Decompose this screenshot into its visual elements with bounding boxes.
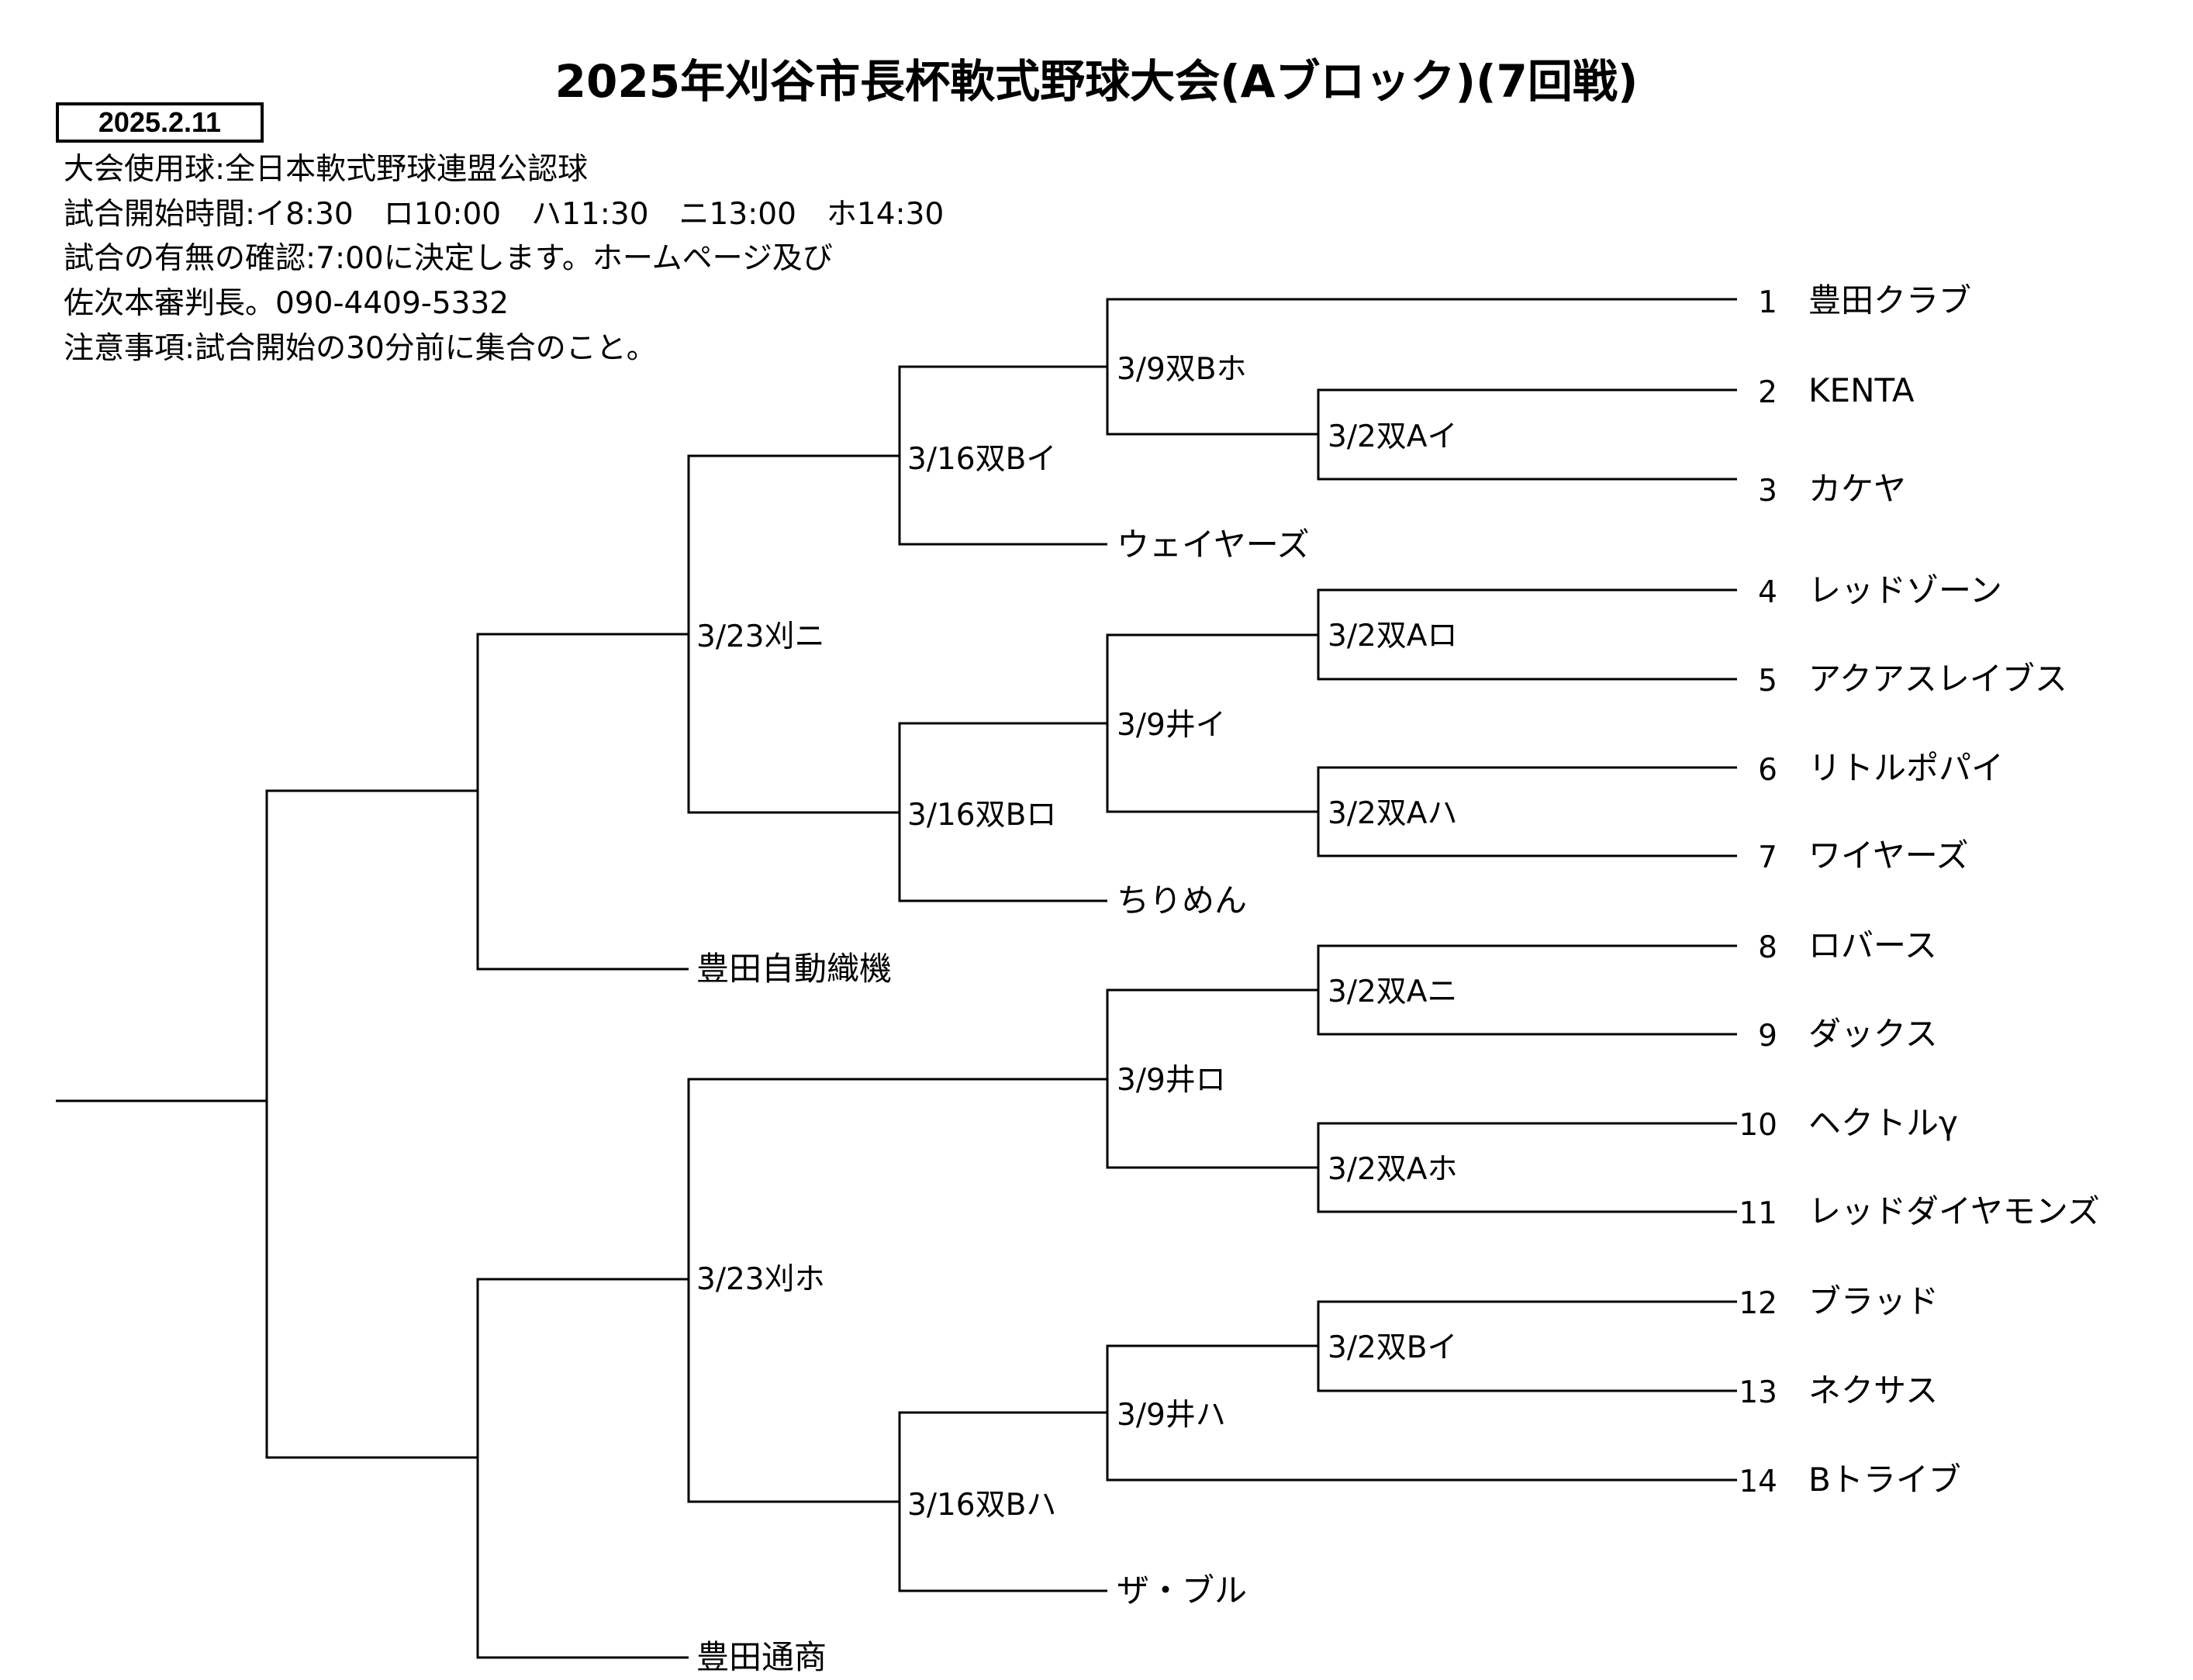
team-number: 7 [1758, 840, 1777, 875]
team-number: 13 [1739, 1375, 1777, 1410]
team-name: アクアスレイブス [1808, 660, 2067, 698]
team-name: レッドダイヤモンズ [1808, 1192, 2100, 1230]
team-number: 14 [1739, 1464, 1777, 1499]
date-box: 2025.2.11 [56, 102, 264, 143]
info-line: 大会使用球:全日本軟式野球連盟公認球 [64, 152, 589, 187]
match-label: 3/23刈ホ [696, 1262, 825, 1297]
team-name: レッドゾーン [1808, 571, 2002, 609]
team-name: 豊田クラブ [1808, 281, 1972, 319]
team-name: KENTA [1808, 371, 1915, 409]
bracket-line [476, 633, 689, 971]
team-name: Bトライブ [1808, 1461, 1961, 1499]
team-number: 5 [1758, 664, 1777, 699]
match-label: 3/2双Aロ [1328, 619, 1458, 654]
team-number: 3 [1758, 474, 1777, 509]
match-label: 3/2双Aハ [1328, 796, 1458, 831]
team-name: ダックス [1808, 1015, 1938, 1053]
team-name: ワイヤーズ [1808, 837, 1969, 874]
team-number: 4 [1758, 575, 1777, 610]
match-label: 3/9井イ [1117, 708, 1226, 743]
info-line: 試合開始時間:イ8:30 ロ10:00 ハ11:30 ニ13:00 ホ14:30 [64, 197, 945, 232]
match-label: 3/9井ハ [1117, 1398, 1226, 1433]
match-label: 3/9井ロ [1117, 1063, 1226, 1098]
page-title: 2025年刈谷市長杯軟式野球大会(Aブロック)(7回戦) [554, 55, 1639, 108]
info-line: 注意事項:試合開始の30分前に集合のこと。 [64, 331, 657, 366]
seeded-team: ウェイヤーズ [1117, 526, 1310, 564]
team-number: 10 [1739, 1108, 1777, 1143]
match-label: 3/2双Aホ [1328, 1152, 1458, 1187]
team-name: ブラッド [1808, 1282, 1939, 1320]
match-label: 3/9双Bホ [1117, 352, 1247, 387]
match-label: 3/16双Bロ [907, 798, 1057, 833]
team-number: 9 [1758, 1019, 1777, 1054]
team-number: 11 [1739, 1196, 1777, 1231]
team-number: 8 [1758, 930, 1777, 965]
bracket-line [687, 1078, 1107, 1503]
seeded-team: 豊田通商 [696, 1638, 827, 1676]
bracket-line [476, 1278, 689, 1659]
team-name: リトルポパイ [1808, 749, 2005, 787]
team-number: 6 [1758, 753, 1777, 788]
seeded-team: 豊田自動織機 [696, 950, 893, 988]
team-name: ヘクトルγ [1808, 1104, 1958, 1142]
team-name: ロバース [1808, 926, 1937, 964]
team-name: ネクサス [1808, 1371, 1939, 1409]
match-label: 3/2双Aニ [1328, 975, 1458, 1009]
match-label: 3/16双Bイ [907, 442, 1057, 477]
match-label: 3/2双Aイ [1328, 419, 1458, 454]
info-line: 試合の有無の確認:7:00に決定します。ホームページ及び [64, 241, 833, 276]
seeded-team: ちりめん [1117, 881, 1248, 919]
team-number: 2 [1758, 375, 1777, 410]
team-number: 1 [1758, 285, 1777, 320]
match-label: 3/16双Bハ [907, 1488, 1057, 1523]
team-name: カケヤ [1808, 470, 1907, 508]
info-line: 佐次本審判長。090-4409-5332 [64, 286, 509, 321]
team-number: 12 [1739, 1286, 1777, 1321]
seeded-team: ザ・ブル [1117, 1571, 1248, 1609]
match-label: 3/2双Bイ [1328, 1330, 1458, 1365]
match-label: 3/23刈ニ [696, 619, 825, 654]
bracket-line [265, 789, 478, 1459]
